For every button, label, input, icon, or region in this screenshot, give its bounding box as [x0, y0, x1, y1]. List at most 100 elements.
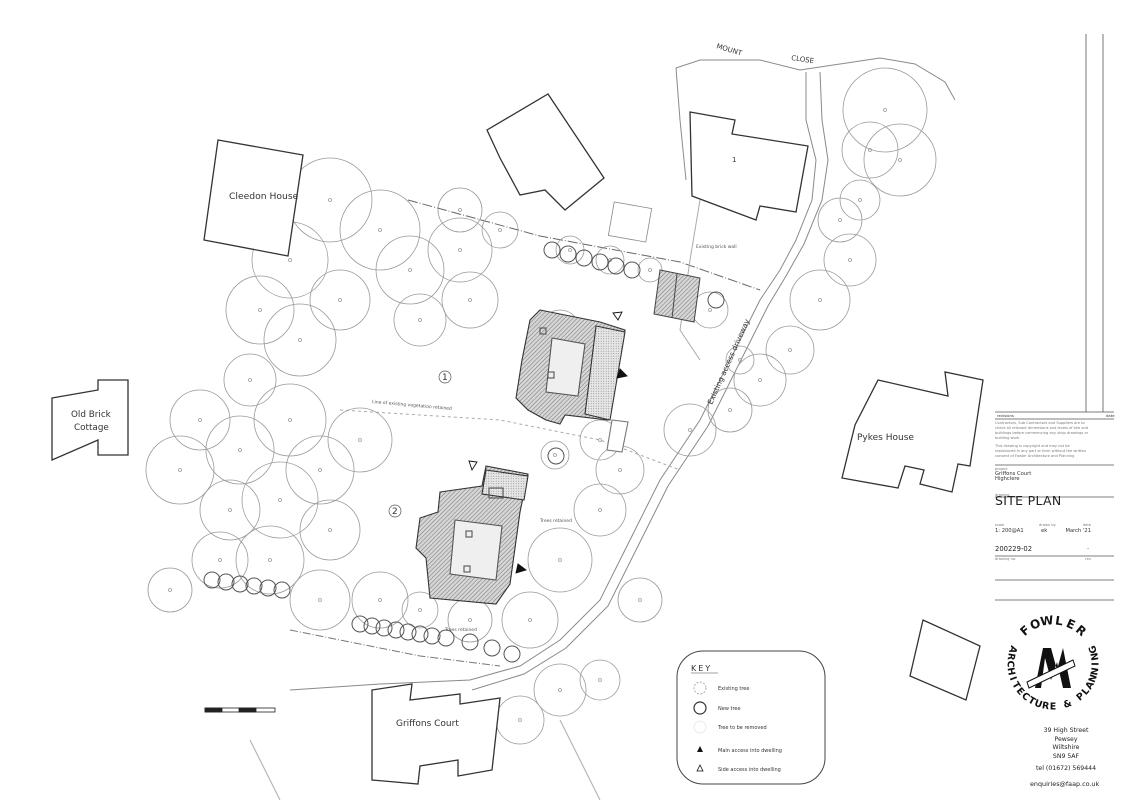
logo-architecture-letter: C	[1005, 661, 1016, 668]
logo-mark	[1026, 648, 1076, 689]
tree-canopy	[327, 407, 393, 473]
new-tree-circle	[559, 245, 577, 263]
tree-trunk	[498, 228, 502, 232]
tree-canopy	[289, 569, 351, 631]
address-line-1: 39 High Street	[1043, 727, 1089, 734]
drawing-number-row: 200229-02 - drawing no. rev	[995, 545, 1091, 563]
key-main-access-symbol	[697, 746, 703, 752]
tree-canopy	[169, 389, 231, 451]
tree-canopy	[733, 353, 787, 407]
logo-architecture-letter: L	[1080, 686, 1092, 698]
tree-trunk	[598, 508, 602, 512]
key-legend: KEY Existing tree New tree Tree to be re…	[676, 650, 826, 785]
tree-trunk	[338, 298, 342, 302]
tree-trunk	[418, 318, 422, 322]
logo-fowler-letter: R	[1073, 622, 1089, 639]
drawn-by-value: ek	[1041, 528, 1048, 534]
address-line-2: Pewsey	[1054, 735, 1078, 743]
new-tree-circle	[387, 621, 405, 639]
tree-canopy	[223, 353, 277, 407]
key-removed-tree-label: Tree to be removed	[717, 725, 767, 731]
tree-canopy	[447, 597, 493, 643]
new-tree-circle	[543, 241, 561, 259]
tree-trunk	[278, 498, 282, 502]
copyright-note: This drawing is copyright and may not be…	[995, 444, 1087, 458]
tree-trunk	[558, 688, 562, 692]
logo-architecture-letter: H	[1005, 667, 1017, 677]
company-email: enquiries@faap.co.uk	[1030, 780, 1100, 788]
tree-canopy	[145, 435, 215, 505]
tree-trunk	[688, 428, 692, 432]
tree-canopy	[351, 571, 409, 629]
tree-trunk	[868, 148, 872, 152]
address-line-3: Wiltshire	[1052, 744, 1080, 752]
new-tree-circle	[411, 625, 429, 643]
company-address: 39 High Street Pewsey Wiltshire SN9 5AF …	[1016, 727, 1116, 774]
tree-canopy	[393, 293, 447, 347]
cleedon-house-label: Cleedon House	[229, 191, 299, 202]
tree-canopy	[573, 483, 627, 537]
tree-trunk	[408, 268, 412, 272]
tree-canopy	[339, 189, 421, 271]
tree-canopy	[579, 659, 621, 701]
tree-canopy	[839, 179, 881, 221]
telephone: tel (01672) 569444	[1035, 765, 1097, 773]
tree-canopy	[427, 217, 493, 283]
plot-2-label: 2	[392, 507, 398, 517]
tree-canopy	[617, 577, 663, 623]
tree-trunk	[838, 218, 842, 222]
main-access-triangle-plot1	[616, 368, 628, 379]
key-side-access-symbol	[696, 764, 704, 772]
tree-canopy	[595, 445, 645, 495]
key-main-access-label: Main access into dwelling	[718, 748, 782, 754]
mount-road-label: MOUNT	[715, 42, 743, 58]
new-tree-circle	[203, 571, 221, 589]
new-tree-circle	[217, 573, 235, 591]
tree-canopy	[263, 303, 337, 377]
logo-architecture-letter: &	[1062, 698, 1074, 711]
new-tree-circle	[375, 619, 393, 637]
tree-canopy	[241, 461, 319, 539]
key-new-tree-label: New tree	[718, 706, 741, 712]
neighbouring-buildings	[51, 93, 984, 785]
tree-trunk	[553, 453, 557, 457]
tree-trunk	[708, 308, 712, 312]
tree-trunk	[458, 248, 462, 252]
new-trees	[203, 241, 725, 663]
tree-trunk	[328, 528, 332, 532]
tree-trunk	[518, 718, 522, 722]
new-tree-circle	[623, 261, 641, 279]
new-tree-circle	[351, 615, 369, 633]
new-tree-circle	[231, 575, 249, 593]
drawing-title: SITE PLAN	[995, 493, 1062, 508]
drawing-number: 200229-02	[995, 545, 1033, 553]
tree-canopy	[595, 245, 625, 275]
mount-close-house-outline	[689, 111, 809, 221]
vegetation-line-label: Line of existing vegetation retained	[372, 399, 452, 412]
tree-canopy	[823, 233, 877, 287]
new-tree-circle	[591, 253, 609, 271]
tree-trunk	[288, 258, 292, 262]
key-side-access-label: Side access into dwelling	[718, 767, 781, 773]
tree-canopy	[147, 567, 193, 613]
tree-trunk	[728, 408, 732, 412]
tree-trunk	[318, 468, 322, 472]
drawing-number-label: drawing no.	[995, 557, 1017, 561]
date-value: March '21	[1065, 528, 1092, 534]
new-tree-circle	[245, 577, 263, 595]
drawing-label: drawing	[995, 493, 1010, 497]
new-tree-circle	[399, 623, 417, 641]
tree-trunk	[268, 558, 272, 562]
tree-canopy	[765, 325, 815, 375]
logo-architecture-letter: T	[1026, 695, 1038, 708]
scale-value: 1: 200@A1	[995, 528, 1024, 534]
tree-trunk	[638, 598, 642, 602]
tree-canopy	[299, 499, 361, 561]
tree-trunk	[883, 108, 887, 112]
tree-canopy	[841, 121, 899, 179]
new-tree-circle	[607, 257, 625, 275]
trees-retained-label-2: Trees retained	[444, 627, 477, 633]
griffons-court-label: Griffons Court	[396, 719, 459, 729]
trees-retained-label: Trees retained	[539, 518, 572, 524]
